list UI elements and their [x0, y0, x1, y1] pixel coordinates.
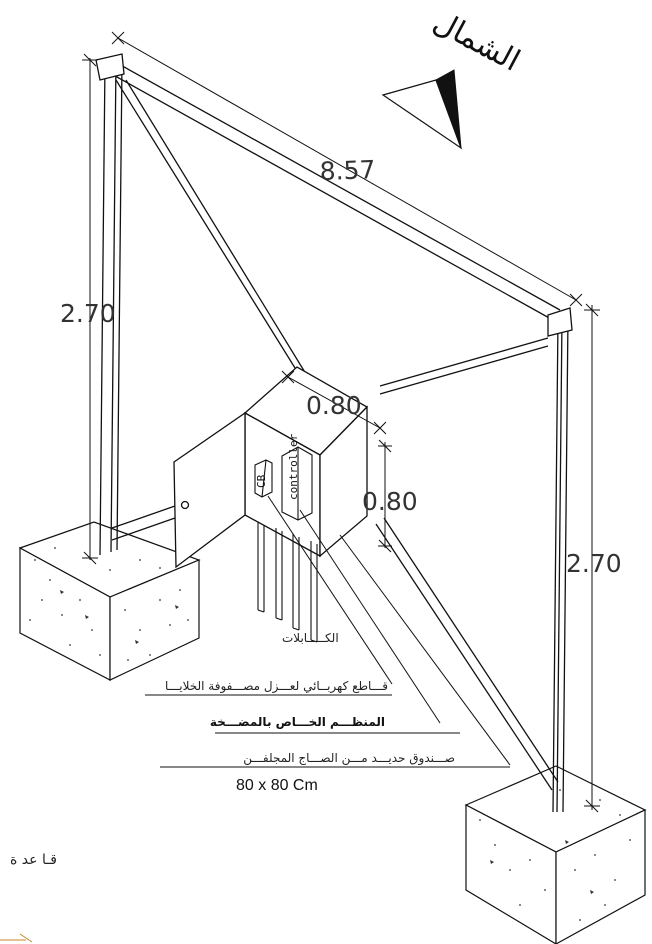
- frame: [95, 53, 573, 813]
- door-handle: [180, 500, 190, 510]
- left-base-speckle: [29, 547, 189, 661]
- controller-callout-label: المنظـــم الخـــاص بالمضـــخة: [210, 715, 385, 729]
- box-door: [173, 411, 246, 569]
- controller-label: controller: [287, 433, 300, 500]
- cb-label: CB: [255, 474, 268, 488]
- right-post-dimension: 2.70: [566, 549, 622, 578]
- box-width-dimension: 0.80: [306, 391, 362, 420]
- north-label: الشمال: [427, 4, 525, 78]
- right-concrete-base: [464, 765, 647, 944]
- box-size-label: 80 x 80 Cm: [236, 777, 318, 794]
- cables: [257, 522, 318, 643]
- left-concrete-base: [18, 521, 201, 681]
- corner-mark: [0, 933, 33, 943]
- callout-leaders: [145, 495, 511, 768]
- breaker-label: قـــاطع كهربــائي لعـــزل مصـــفوفة الخل…: [165, 679, 388, 694]
- cables-label: الكـــــابلات: [282, 631, 339, 645]
- dimension-lines: [82, 31, 600, 813]
- top-beam-dimension: 8.57: [319, 155, 376, 186]
- box-height-dimension: 0.80: [362, 487, 418, 516]
- north-arrow: الشمال: [381, 4, 526, 150]
- box-internals: [254, 446, 313, 521]
- box-callout-label: صـــندوق حديـــد مـــن الصـــاج المجلفــ…: [243, 751, 455, 766]
- base-label: قـا عد ة: [10, 852, 57, 868]
- left-post-dimension: 2.70: [60, 299, 116, 328]
- right-base-speckle: [479, 789, 631, 921]
